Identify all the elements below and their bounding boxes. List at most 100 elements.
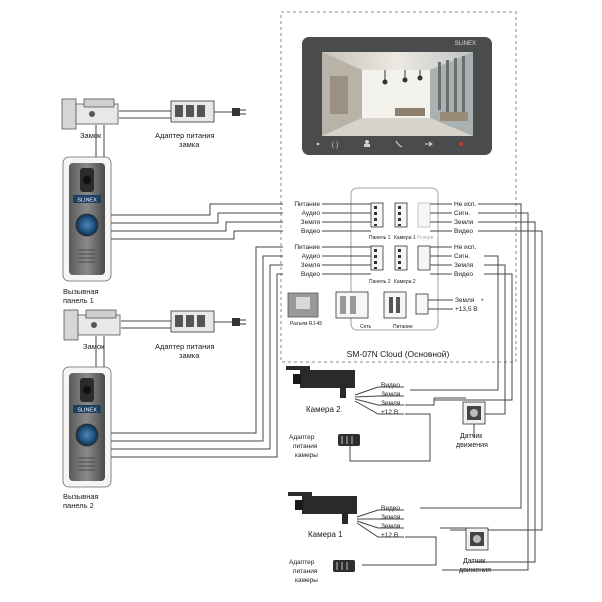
connector-power-plug <box>415 293 429 315</box>
panel2-stubs <box>322 246 371 275</box>
call-panel1-lens-icon <box>83 176 91 184</box>
camera1-visor <box>288 492 312 496</box>
call-panel2-label-line1: Вызывная <box>63 492 99 501</box>
monitor-unlock-button-icon[interactable] <box>425 141 433 147</box>
camera1-wire-12v: +12 В <box>381 532 398 539</box>
panel2-wire-video: Видео <box>301 271 320 278</box>
motion-sensor-2: Датчик движения <box>459 527 491 574</box>
camera2-lens-icon <box>293 374 301 384</box>
rj45-port: Разъем RJ-45 <box>287 292 322 327</box>
monitor-user-button-icon[interactable] <box>365 140 369 144</box>
camera1-lens-icon <box>295 500 303 510</box>
camera1-label: Камера 1 <box>308 530 343 539</box>
camera1-mount <box>342 514 348 524</box>
call-panel1-call-button[interactable] <box>75 213 99 237</box>
camera2-stubs <box>430 246 452 275</box>
camera1-adapter-body <box>333 560 355 572</box>
camera2-bundle-2 <box>470 264 506 415</box>
camera2-adapter-line3: камеры <box>295 452 318 459</box>
panel1-stubs <box>322 203 371 232</box>
call-panel2-call-button[interactable] <box>75 423 99 447</box>
camera2-bundle-1 <box>410 255 499 391</box>
panel2-wire-audio: Аудио <box>302 253 321 260</box>
lock1-adapter: Адаптер питания замка <box>155 100 246 149</box>
camera2-body <box>300 370 355 388</box>
lock1-top <box>83 98 115 108</box>
monitor-led-icon <box>316 142 320 146</box>
camera2-label: Камера 2 <box>306 405 341 414</box>
connector-camera2: Камера 2 <box>394 245 416 285</box>
panel2-wire-2 <box>111 255 283 442</box>
lock-1: Замок <box>61 98 119 140</box>
lock2-keyhole-icon <box>91 322 97 328</box>
camera2-adapter-line1: Адаптер <box>289 434 315 441</box>
monitor-power-button-icon[interactable] <box>459 142 463 146</box>
monitor-title: SM-07N Cloud (Основной) <box>347 349 450 359</box>
wires <box>68 110 543 571</box>
sensor2-label-line1: Датчик <box>463 558 486 565</box>
camera1-wire-d <box>356 522 404 538</box>
camera1-bundle-4 <box>420 203 522 509</box>
connector-network-label: Сеть <box>360 324 372 330</box>
monitor-phone-button-icon[interactable] <box>395 140 403 148</box>
connector-network: Сеть <box>335 291 372 330</box>
lock2-adapter-label-line1: Адаптер питания <box>155 342 215 351</box>
camera1-wire-ground: Земля <box>454 219 474 226</box>
camera2-adapter-body <box>338 434 360 446</box>
camera1-wire-ground2: Земля <box>381 523 401 530</box>
camera1-wire-ground1: Земля <box>381 514 401 521</box>
connector-panel2: Панель 2 <box>369 245 391 285</box>
camera2-wire-c <box>354 398 404 406</box>
sensor1-label-line2: движения <box>456 442 488 449</box>
panel1-wire-2 <box>111 212 283 224</box>
camera1-wire-video: Видео <box>454 228 473 235</box>
power-stubs <box>428 299 453 310</box>
camera2-wire-unused: Не исп. <box>454 244 477 251</box>
camera2-adapter: Адаптер питания камеры <box>289 434 365 462</box>
camera2-wire-d <box>354 400 404 415</box>
camera2-ground-loop <box>405 398 435 406</box>
camera2-wire-ground2: Земля <box>381 400 401 407</box>
camera2-visor <box>286 366 310 370</box>
monitor-screen-scene <box>322 52 473 136</box>
camera1-stubs <box>430 203 452 232</box>
panel2-wire-ground: Земля <box>301 262 321 269</box>
monitor-buttons: ( ) <box>316 140 463 149</box>
camera1-wire-labels: Не исп. Сигн. Земля Видео <box>454 201 477 235</box>
call-panel1-speaker-icon <box>79 249 95 263</box>
camera1-bundle-2 <box>470 221 536 563</box>
motion-sensor-1: Датчик движения <box>456 401 488 449</box>
monitor-dashed-outline <box>280 11 517 363</box>
call-panel-2: SLINEX Вызывная панель 2 <box>62 366 112 510</box>
connector-panel1: Панель 1 <box>369 202 391 241</box>
camera2-wire-12v: +12 В <box>381 409 398 416</box>
lock2-plate <box>63 309 79 341</box>
camera1-bundle-3 <box>450 230 543 531</box>
camera1-wire-signal: Сигн. <box>454 210 470 217</box>
connector-power: Питание <box>383 291 413 330</box>
camera1-wire-video: Видео <box>381 505 400 512</box>
camera1-body <box>302 496 357 514</box>
panel1-wire-video: Видео <box>301 228 320 235</box>
power-wire-labels: Земля +13,5 В * <box>455 297 484 313</box>
panel1-wire-1 <box>111 203 283 216</box>
monitor-menu-button-icon[interactable]: ( ) <box>332 142 339 149</box>
lock1-adapter-label-line2: замка <box>179 140 200 149</box>
panel2-wire-1 <box>111 246 283 434</box>
camera1-adapter: Адаптер питания камеры <box>289 559 355 584</box>
camera1-adapter-line3: камеры <box>295 577 318 584</box>
monitor-brand: SLINEX <box>455 41 476 47</box>
lock1-plate <box>61 98 77 130</box>
camera1-bundle-1 <box>442 212 529 571</box>
camera2-wire-video: Видео <box>381 382 400 389</box>
camera2-wire-signal: Сигн. <box>454 253 470 260</box>
camera1-wire-a <box>356 509 404 518</box>
camera1-wire-unused: Не исп. <box>454 201 477 208</box>
camera1-power-cord <box>362 536 437 566</box>
camera2-bundle-3 <box>434 273 513 401</box>
camera1-adapter-line1: Адаптер <box>289 559 315 566</box>
camera1-wire-c <box>356 520 404 529</box>
camera2-adapter-line2: питания <box>293 443 318 450</box>
lock1-adapter-plug-icon <box>232 108 240 116</box>
camera2-wire-ground: Земля <box>454 262 474 269</box>
